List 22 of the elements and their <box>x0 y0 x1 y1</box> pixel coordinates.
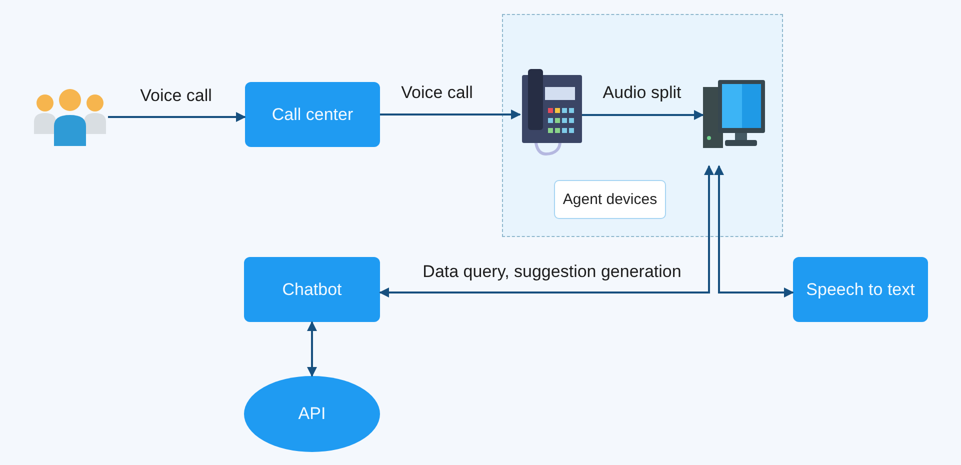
double-arrow <box>714 165 794 298</box>
edge-label: Voice call <box>140 86 212 106</box>
edge-label: Data query, suggestion generation <box>422 262 682 282</box>
process-box <box>793 257 928 322</box>
people-icon <box>32 88 108 146</box>
arrow <box>108 112 246 122</box>
process-box <box>245 82 380 147</box>
edge-label: Voice call <box>401 83 473 103</box>
box-label: Chatbot <box>282 280 342 300</box>
edge-label: Audio split <box>602 83 682 103</box>
desk-phone-icon <box>520 68 582 157</box>
dashed-group-region <box>502 14 783 237</box>
arrow <box>582 110 704 120</box>
box-label: Speech to text <box>806 280 915 300</box>
double-arrow <box>379 165 714 298</box>
box-label: Call center <box>272 104 354 124</box>
ellipse-label: API <box>298 404 326 424</box>
double-arrow <box>307 321 317 377</box>
arrow <box>380 110 521 120</box>
process-box <box>244 257 380 322</box>
group-label: Agent devices <box>554 180 666 219</box>
desktop-computer-icon <box>703 80 765 150</box>
